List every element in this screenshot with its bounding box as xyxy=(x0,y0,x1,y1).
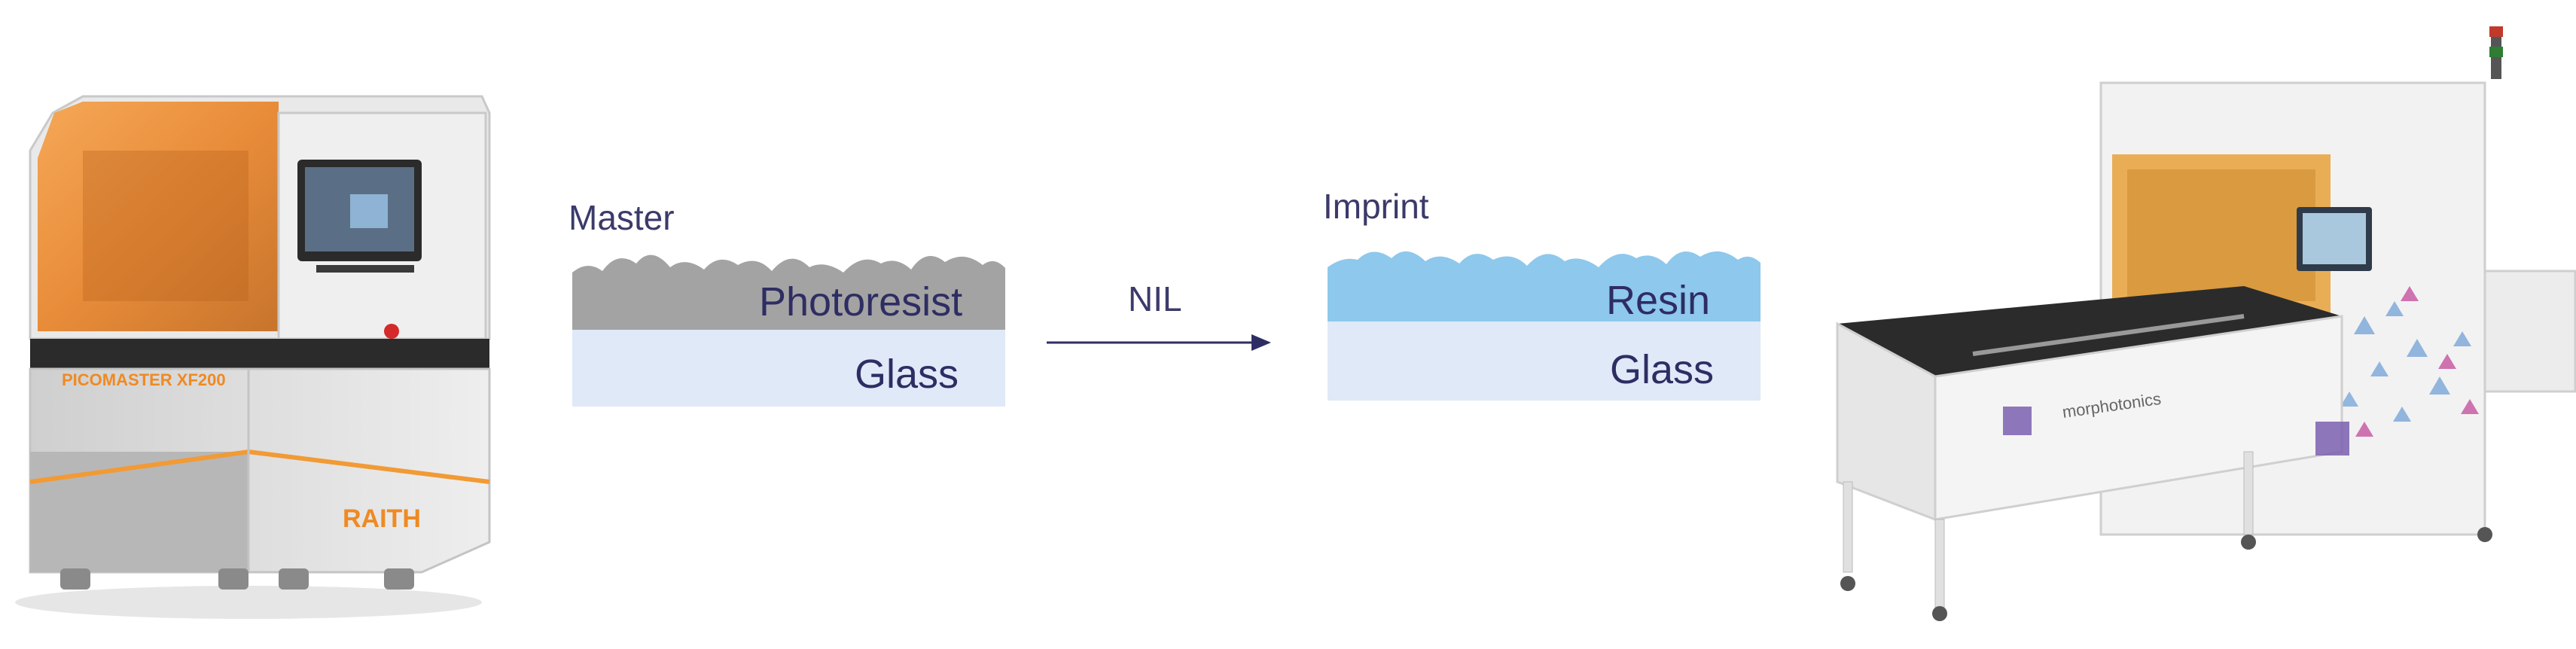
right-arrow-icon xyxy=(1047,334,1271,351)
svg-text:RAITH: RAITH xyxy=(343,504,421,533)
resin-label: Resin xyxy=(1606,278,1711,323)
imprint-stack xyxy=(1328,251,1761,401)
imprint-title: Imprint xyxy=(1323,187,1429,226)
morphotonics-logo xyxy=(2003,407,2349,456)
svg-text:PICOMASTER XF200: PICOMASTER XF200 xyxy=(62,370,226,389)
morphotonics-nil-machine: morphotonics xyxy=(1836,26,2576,621)
photoresist-label: Photoresist xyxy=(759,279,963,324)
master-stack xyxy=(572,254,1005,407)
imprint-glass-label: Glass xyxy=(1610,347,1715,392)
raith-picomaster-machine: PICOMASTER XF200 RAITH xyxy=(15,95,491,619)
master-title: Master xyxy=(569,198,675,237)
nil-label: NIL xyxy=(1128,279,1182,318)
master-glass-label: Glass xyxy=(855,352,959,397)
